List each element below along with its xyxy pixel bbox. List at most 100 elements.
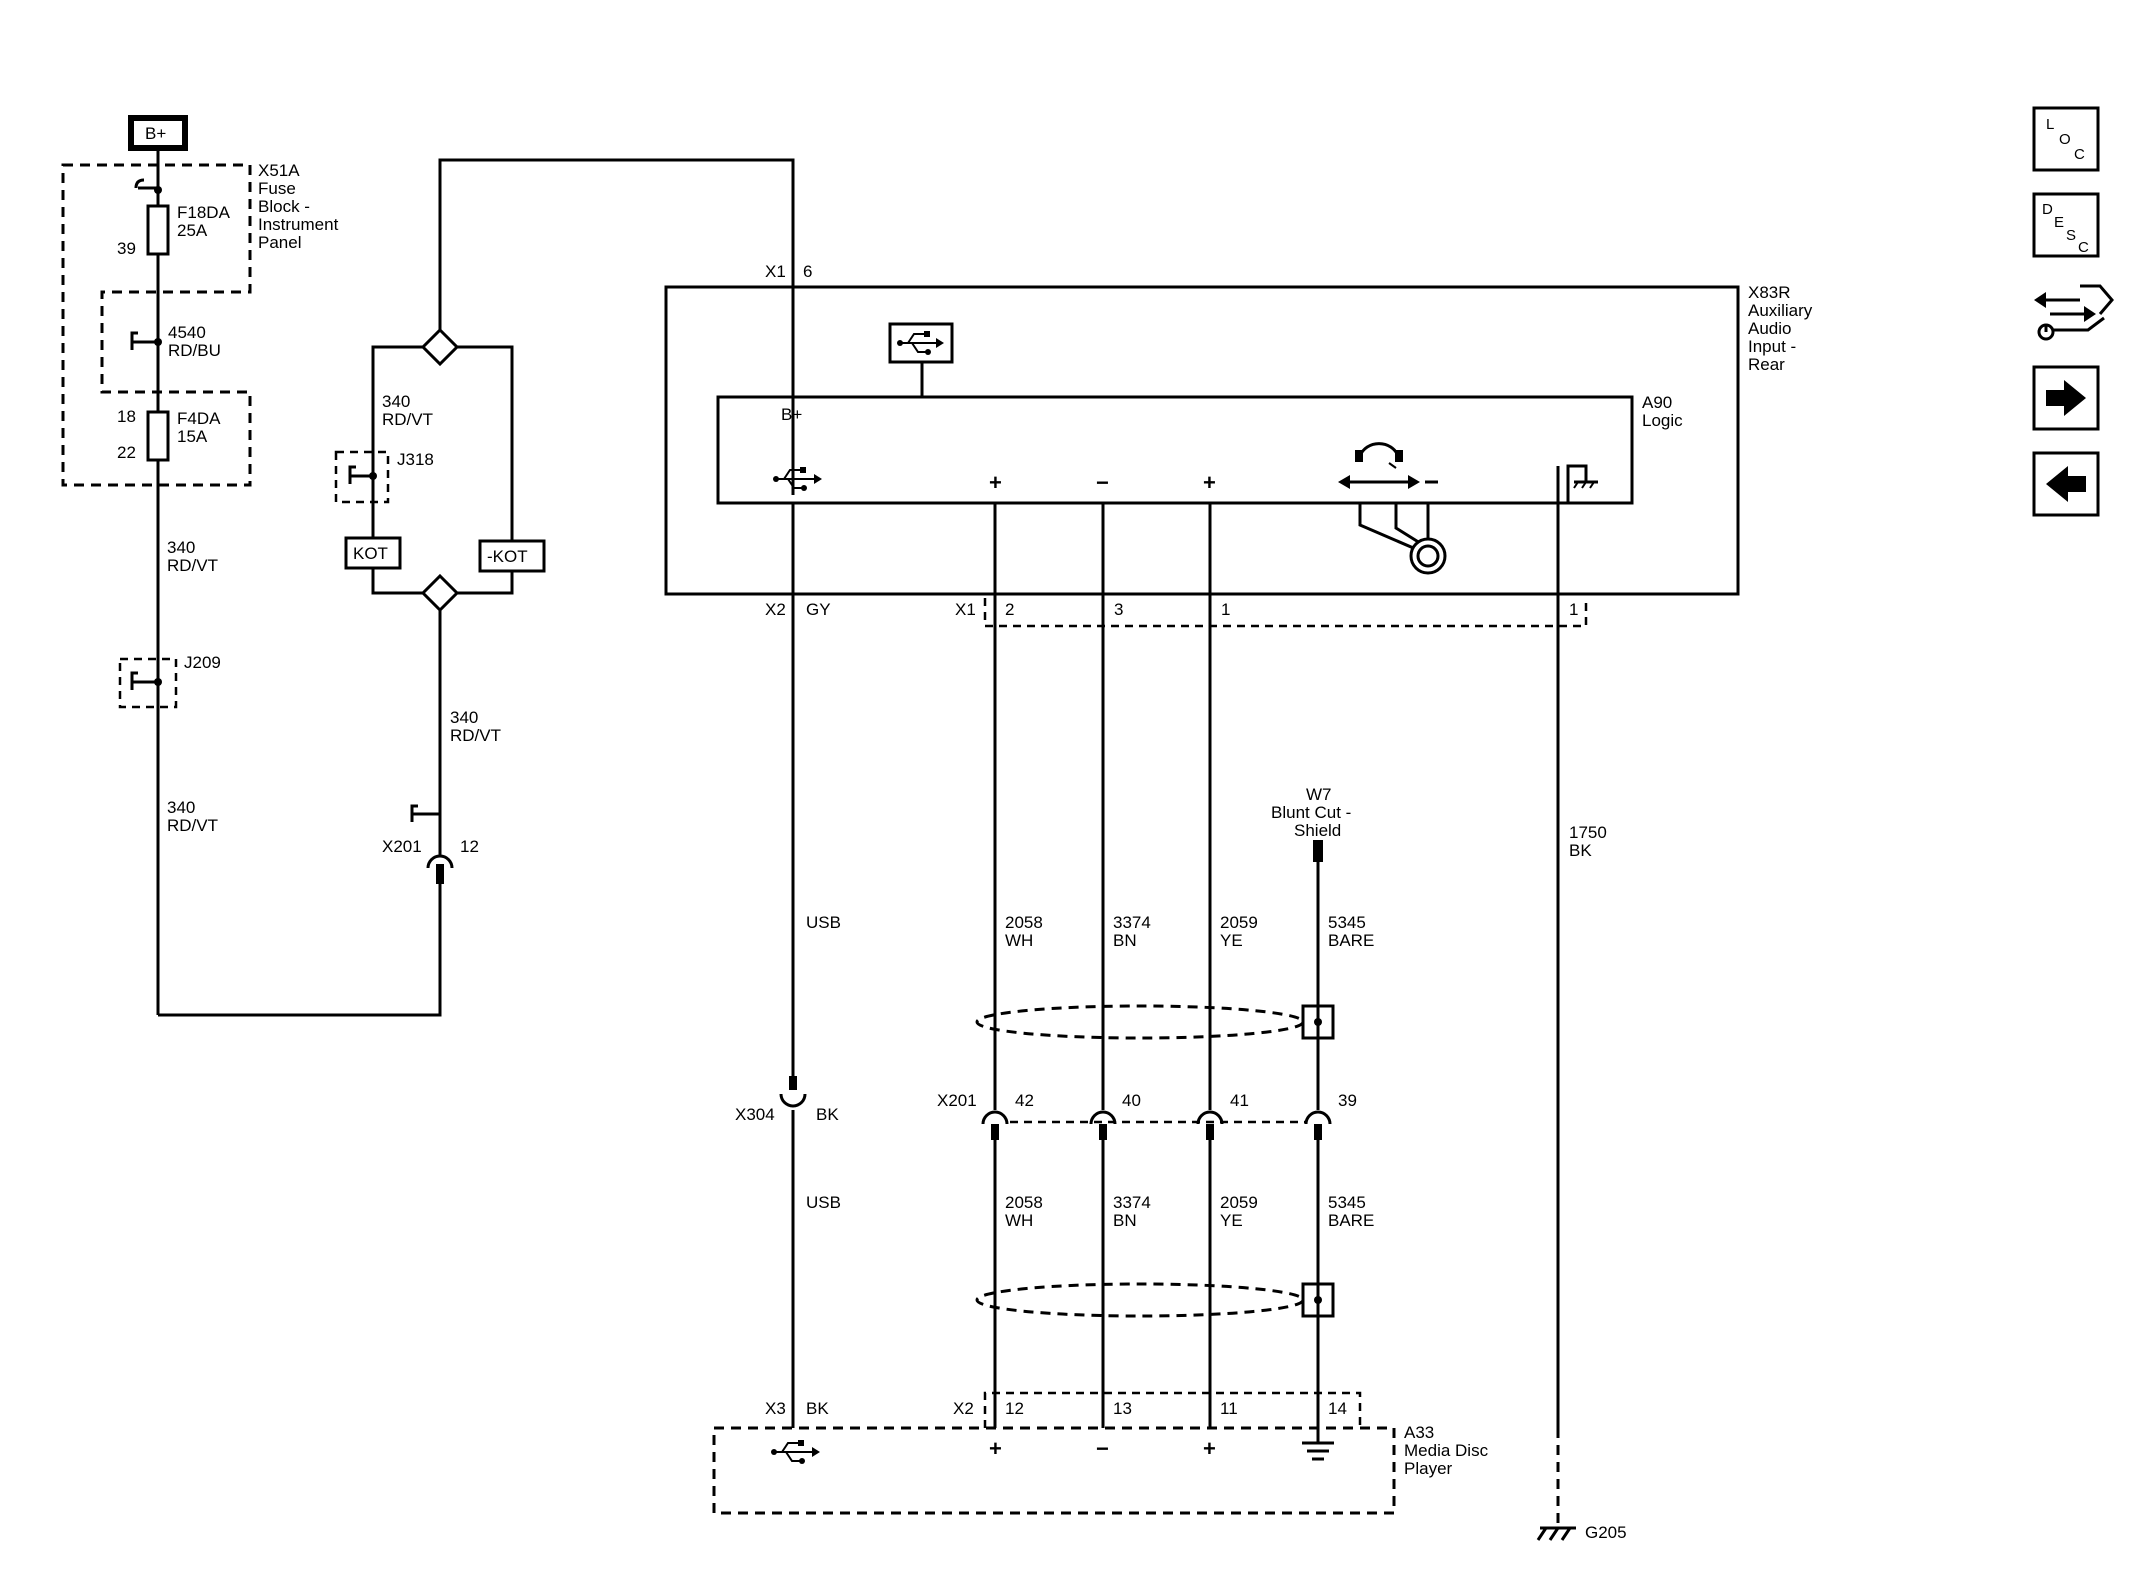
kot-box: [344, 536, 402, 570]
desc-letter-s: S: [2066, 227, 2076, 244]
a90-ref: A90: [1642, 393, 1672, 412]
ground-g205: G205: [1536, 1428, 1627, 1542]
next-button[interactable]: [2032, 365, 2100, 431]
connector-tool-button[interactable]: [2034, 284, 2114, 341]
left-wire-lower-color: RD/VT: [167, 816, 218, 835]
connector-tool-icon: [2034, 284, 2114, 341]
wire-4540-circuit: 4540: [168, 323, 206, 342]
signal-wires: USB USB 2058 WH 3374 BN 2059 YE 5345 BAR…: [791, 466, 1607, 1428]
x201-mid-pin-40: 40: [1122, 1091, 1141, 1110]
wire-2059-upper-circuit: 2059: [1220, 913, 1258, 932]
desc-button[interactable]: D E S C: [2032, 192, 2100, 258]
usb-label-lower: USB: [806, 1193, 841, 1212]
a33-x2-pin-11: 11: [1220, 1399, 1238, 1418]
bplus-label: B+: [145, 124, 166, 143]
left-wire-circuit: 340: [167, 538, 195, 557]
arrow-left-icon: [2046, 466, 2086, 502]
x83r-top-connector-ref: X1: [765, 262, 786, 281]
kot-wire-circuit: 340: [382, 392, 410, 411]
kot-wire-color: RD/VT: [382, 410, 433, 429]
fuse-f4da: [146, 410, 170, 462]
loc-button[interactable]: L O C: [2032, 106, 2100, 172]
wire-2058-upper-color: WH: [1005, 931, 1033, 950]
media-plus-1: +: [989, 1436, 1002, 1461]
x201-pin12-contact: [410, 804, 442, 845]
x201-mid-pin-42: 42: [1015, 1091, 1034, 1110]
shield-ellipse-upper: [975, 1004, 1305, 1040]
wire-2058-lower-circuit: 2058: [1005, 1193, 1043, 1212]
x201-upper-ref: X201: [382, 837, 422, 856]
fuse-contact-1: [134, 178, 158, 190]
wire-2059-upper-color: YE: [1220, 931, 1243, 950]
ground-g205-label: G205: [1585, 1523, 1627, 1542]
usb-label-upper: USB: [806, 913, 841, 932]
power-circuit: B+ X51A Fuse Block - Instrument Panel F1…: [61, 115, 442, 1017]
desc-letter-c: C: [2078, 239, 2089, 256]
wire-3374-lower-color: BN: [1113, 1211, 1137, 1230]
x1-connector-outline: [983, 598, 1588, 628]
logic-minus: −: [1096, 470, 1109, 495]
x83r-x2-ref: X2: [765, 600, 786, 619]
loc-letter-l: L: [2046, 116, 2054, 133]
fuse-f4da-pin-top: 18: [117, 407, 136, 426]
media-plus-2: +: [1203, 1436, 1216, 1461]
wire-3374-upper-color: BN: [1113, 931, 1137, 950]
relay-contact-4540: [130, 331, 158, 350]
shield-ref: W7: [1306, 785, 1332, 804]
x201-mid-ref: X201: [937, 1091, 977, 1110]
splice-j209-label: J209: [184, 653, 221, 672]
a33-x2-outline: [983, 1391, 1362, 1428]
splice-diamond-upper: [420, 327, 460, 367]
arrow-right-icon: [2046, 380, 2086, 416]
fuse-f18da-pin: 39: [117, 239, 136, 258]
a33-name-2: Player: [1404, 1459, 1453, 1478]
a33-x2-ref: X2: [953, 1399, 974, 1418]
x304-color: BK: [816, 1105, 839, 1124]
x201-upper-pin: 12: [460, 837, 479, 856]
desc-letter-e: E: [2054, 214, 2064, 231]
x83r-x2-color: GY: [806, 600, 831, 619]
wire-5345-lower-color: BARE: [1328, 1211, 1374, 1230]
wire-2059-lower-color: YE: [1220, 1211, 1243, 1230]
loc-letter-c: C: [2074, 146, 2085, 163]
loc-letter-o: O: [2059, 131, 2071, 148]
kot-branch: 340 RD/VT J318 KOT -KOT 340 RD/VT X201 1…: [334, 158, 795, 884]
media-minus: −: [1096, 1436, 1109, 1461]
desc-letter-d: D: [2042, 201, 2053, 218]
fuse-f18da: [146, 204, 170, 256]
a90-bplus: B+: [781, 405, 802, 424]
x201-mid-pins: [981, 1110, 1332, 1140]
fuse-block-name-3: Instrument: [258, 215, 339, 234]
kot-lower-wire-circuit: 340: [450, 708, 478, 727]
wire-3374-upper-circuit: 3374: [1113, 913, 1151, 932]
x83r-name-4: Rear: [1748, 355, 1785, 374]
x304-ref: X304: [735, 1105, 775, 1124]
x83r-name-1: Auxiliary: [1748, 301, 1813, 320]
x83r-top-connector-pin: 6: [803, 262, 812, 281]
fuse-block-ref: X51A: [258, 161, 300, 180]
logic-plus-1: +: [989, 470, 1002, 495]
fuse-f4da-pin-bottom: 22: [117, 443, 136, 462]
fuse-f18da-name: F18DA: [177, 203, 231, 222]
left-wire-color: RD/VT: [167, 556, 218, 575]
splice-j318-label: J318: [397, 450, 434, 469]
x83r-x1-pin-1b: 1: [1569, 600, 1578, 619]
a33-x2-pin-13: 13: [1113, 1399, 1132, 1418]
splice-j209-box: [118, 657, 178, 709]
usb-icon-logic: [773, 467, 822, 491]
fuse-f18da-rating: 25A: [177, 221, 208, 240]
a90-logic-box: [716, 395, 1634, 505]
wire-5345-upper-color: BARE: [1328, 931, 1374, 950]
x201-mid-pin-39: 39: [1338, 1091, 1357, 1110]
wire-3374-lower-circuit: 3374: [1113, 1193, 1151, 1212]
back-button[interactable]: [2032, 451, 2100, 517]
usb-icon-media: [771, 1440, 820, 1464]
wire-5345-lower-circuit: 5345: [1328, 1193, 1366, 1212]
wire-4540-color: RD/BU: [168, 341, 221, 360]
media-disc-player: A33 Media Disc Player X3 BK X2 12 13 11 …: [712, 1391, 1489, 1515]
x83r-ref: X83R: [1748, 283, 1791, 302]
x83r-name-2: Audio: [1748, 319, 1791, 338]
not-kot-box: [478, 539, 546, 573]
fuse-block-name-2: Block -: [258, 197, 310, 216]
